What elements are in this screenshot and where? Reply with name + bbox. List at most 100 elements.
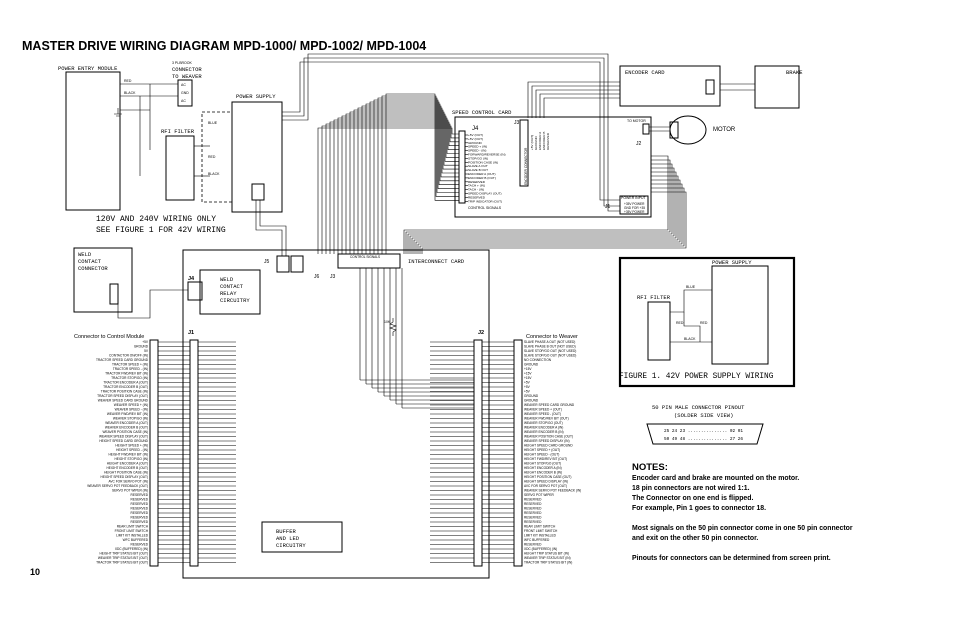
weaver-pin-signal: WEAVER SPEED DISPLAY (IN) [524, 439, 570, 443]
control-pin-signal: WEAVER STOP/GO (IN) [113, 417, 148, 421]
weaver-pin-signal: RESERVED [524, 543, 542, 547]
pinout-row-2: 50 49 48 ............... 27 26 [664, 437, 743, 442]
control-pin-signal: WFC BUFFERED [123, 538, 149, 542]
notes-list: Encoder card and brake are mounted on th… [632, 475, 853, 562]
bus-wire-return [409, 167, 675, 254]
note-line: 18 pin connectors are not wired 1:1. [632, 485, 750, 492]
speed-signal-label: RESERVED [468, 195, 486, 199]
bus-wire-return [417, 183, 683, 254]
weaver-pin-signal: WEAVER FWD/REV BIT (OUT) [524, 417, 569, 421]
control-pin-signal: WEAVER SPEED CARD GROUND [98, 399, 149, 403]
bus-wire-return [405, 159, 671, 254]
speed-signal-label: FORWARD/REVERSE (IN) [468, 153, 505, 157]
bus-wire [333, 119, 459, 254]
control-pin-signal: TRACTOR ENCODER A (OUT) [103, 381, 148, 385]
ps-black-label: BLACK [208, 172, 220, 176]
figure1-black-label: BLACK [684, 337, 696, 341]
bus-wire [381, 95, 459, 254]
ac1-label: AC [181, 83, 186, 87]
control-pin-signal: HEIGHT SPEED DISPLAY (OUT) [101, 475, 148, 479]
resistor-label: 10K [384, 320, 391, 324]
control-pin-signal: WEAVER SERVO POT FEEDBACK (OUT) [87, 484, 148, 488]
bus-wire [329, 121, 459, 254]
bus-wire-return [421, 191, 687, 254]
interconnect-card: INTERCONNECT CARD J5 J6 J3 J4 J1 J2 CONT… [182, 249, 490, 579]
speed-signal-label: TACH - (IN) [468, 188, 484, 192]
bus-wire [325, 123, 459, 254]
weld-relay-label-2: CONTACT [220, 283, 244, 290]
weaver-pin-signal: HEIGHT SPEED - (OUT) [524, 453, 559, 457]
power-input-line-2: GND FOR +35 [624, 206, 645, 210]
encoder-signal-label: ENCODER B [542, 132, 546, 150]
power-input-line-3: +35V POWER [624, 210, 645, 214]
bus-wire [385, 93, 459, 254]
speed-signal-label: SPEED DISPLAY (OUT) [468, 192, 502, 196]
note-line: The Connector on one end is flipped. [632, 495, 753, 502]
control-pin-signal: HEIGHT STOP/GO (IN) [114, 457, 148, 461]
weaver-pin-signal: WEAVER SERVO POT FEEDBACK (IN) [524, 489, 581, 493]
black-wire-label: BLACK [124, 91, 136, 95]
control-pin-signal: RESERVED [131, 516, 149, 520]
speed-signal-label: +5V (OUT) [468, 137, 483, 141]
control-pin-signal: TRACTOR STOP/GO (IN) [111, 376, 148, 380]
control-pin-signal: WEAVER SPEED + (IN) [114, 403, 148, 407]
speed-signal-label: ENCODER B (OUT) [468, 176, 496, 180]
weld-contact-label-3: CONNECTOR [78, 265, 108, 272]
weaver-pin-signal: SERVO POT WIPER [524, 493, 555, 497]
pinout-title: 50 PIN MALE CONNECTOR PINOUT [652, 404, 745, 411]
control-pin-signal: GROUND [134, 345, 149, 349]
control-pin-signal: RESERVED [131, 511, 149, 515]
weaver-pin-signal: RESERVED [524, 498, 542, 502]
pinout-subtitle: (SOLDER SIDE VIEW) [674, 412, 733, 419]
power-input-line-1: +35V POWER [624, 202, 645, 206]
weaver-pin-signal: SLAVE PHASE A OUT (NOT USED) [524, 340, 575, 344]
speed-control-card: SPEED CONTROL CARD J4 J3 J2 J1 +5V (OUT)… [452, 109, 652, 218]
weaver-pin-signal: SLAVE PHASE B OUT (NOT USED) [524, 345, 576, 349]
control-pin-signal: FRONT LIMIT SWITCH [115, 529, 149, 533]
connector-to-weaver-label-2: TO WEAVER [172, 73, 202, 80]
control-pin-signal: +5V [142, 340, 149, 344]
j4-interconnect-label: J4 [188, 276, 195, 282]
j2-interconnect-label: J2 [478, 330, 484, 336]
blue-wire-label: BLUE [208, 121, 218, 125]
weaver-pin-signal: HEIGHT FWD/REV BIT (OUT) [524, 457, 567, 461]
speed-signal-label: +5V (OUT) [468, 133, 483, 137]
encoder-signal-label: RESERVED [546, 132, 550, 150]
connector-to-control-label: Connector to Control Module [74, 334, 144, 340]
control-pin-signal: WEAVER FWD/REV BIT (IN) [107, 412, 148, 416]
j1-interconnect-label: J1 [188, 330, 194, 336]
control-pin-signal: TRACTOR TRIP STATUS BIT (OUT) [96, 561, 148, 565]
control-pin-signal: TRACTOR FWD/REV BIT (IN) [105, 372, 148, 376]
weld-contact-label-1: WELD [78, 251, 92, 258]
weaver-pin-signal: RESERVED [524, 516, 542, 520]
control-pin-signal: RESERVED [131, 520, 149, 524]
speed-control-card-label: SPEED CONTROL CARD [452, 109, 512, 116]
note-line: For example, Pin 1 goes to connector 18. [632, 505, 766, 512]
control-pin-signal: REAR LIMIT SWITCH [117, 525, 149, 529]
power-supply-label: POWER SUPPLY [236, 93, 276, 100]
note-line: and exit on the other 50 pin connector. [632, 535, 758, 542]
bus-wire [321, 125, 459, 254]
ac2-label: AC [181, 99, 186, 103]
weaver-pin-signal: HEIGHT SPEED DISPLAY (IN) [524, 480, 568, 484]
j4-label: J4 [472, 126, 479, 132]
weaver-pin-signal: GROUND [524, 399, 539, 403]
speed-signal-label: ENCODER A (OUT) [468, 172, 496, 176]
figure-1-box: POWER SUPPLY RFI FILTER BLUE RED RED BLA… [618, 256, 796, 388]
motor-label: MOTOR [713, 127, 736, 133]
encoder-signal-label: +5V (OUT) [530, 135, 534, 150]
bus-wire [373, 99, 459, 254]
control-pin-signal: XDC (BUFFERED) (IN) [115, 547, 148, 551]
control-pin-signal: RESERVED [131, 493, 149, 497]
control-pin-signal: WEAVER POSITION CASE (IN) [103, 430, 148, 434]
brake: BRAKE [720, 65, 803, 109]
bus-wire-return [411, 171, 677, 254]
control-pin-signal: TRACTOR ENCODER B (OUT) [103, 385, 148, 389]
bus-wire [337, 117, 459, 254]
weaver-pin-signal: RESERVED [524, 511, 542, 515]
power-bus [282, 53, 620, 212]
bus-wire [365, 103, 459, 254]
note-line: Pinouts for connectors can be determined… [632, 555, 831, 562]
bus-wire-return [403, 155, 669, 254]
bus-wire-return [419, 187, 685, 254]
